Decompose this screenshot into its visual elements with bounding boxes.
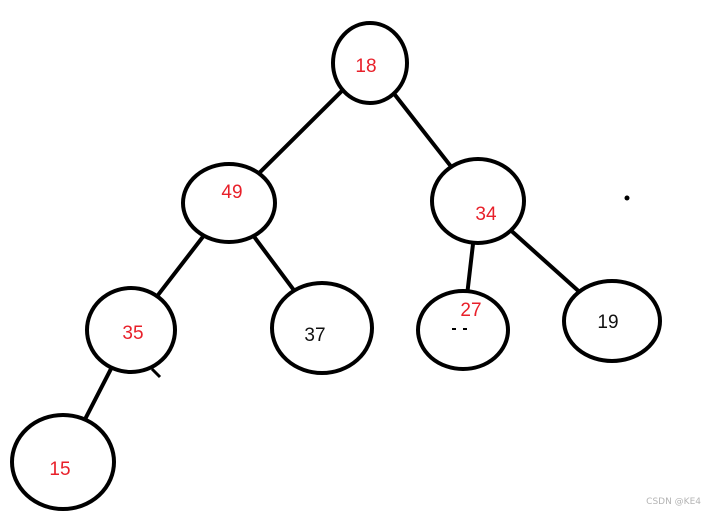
node-circle xyxy=(562,279,662,363)
node-circle xyxy=(430,157,526,245)
stray-dot xyxy=(624,195,630,201)
node-label: 15 xyxy=(49,459,70,480)
edge-n34-n19 xyxy=(508,228,582,294)
tree-node-18: 18 xyxy=(331,21,409,105)
node-label: 27 xyxy=(460,300,481,321)
tree-edges xyxy=(82,88,582,422)
node-circle xyxy=(331,21,409,105)
node-label: 35 xyxy=(122,323,143,344)
tree-node-34: 34 xyxy=(430,157,526,245)
stray-stroke xyxy=(150,367,162,379)
node-label: 19 xyxy=(597,312,618,333)
node-label: 18 xyxy=(355,56,376,77)
node-circle xyxy=(181,162,277,244)
tree-node-15: 15 xyxy=(10,413,116,511)
edge-n35-n15 xyxy=(82,365,114,422)
tree-node-19: 19 xyxy=(562,279,662,363)
edge-n49-n35 xyxy=(155,233,206,299)
edge-n49-n37 xyxy=(251,233,297,293)
node-circle xyxy=(85,286,177,374)
edge-n34-n27 xyxy=(465,240,476,294)
node-label: 49 xyxy=(221,182,242,203)
tree-node-35: 35 xyxy=(85,286,177,374)
node-circle xyxy=(10,413,116,511)
tree-node-37: 37 xyxy=(270,281,374,375)
watermark: CSDN @KE4 xyxy=(646,497,701,507)
edge-n18-n34 xyxy=(391,91,454,169)
node-label: 34 xyxy=(475,204,497,225)
tree-node-49: 49 xyxy=(181,162,277,244)
node-circle xyxy=(270,281,374,375)
node-label: 37 xyxy=(304,325,325,346)
edge-n18-n49 xyxy=(256,88,345,176)
